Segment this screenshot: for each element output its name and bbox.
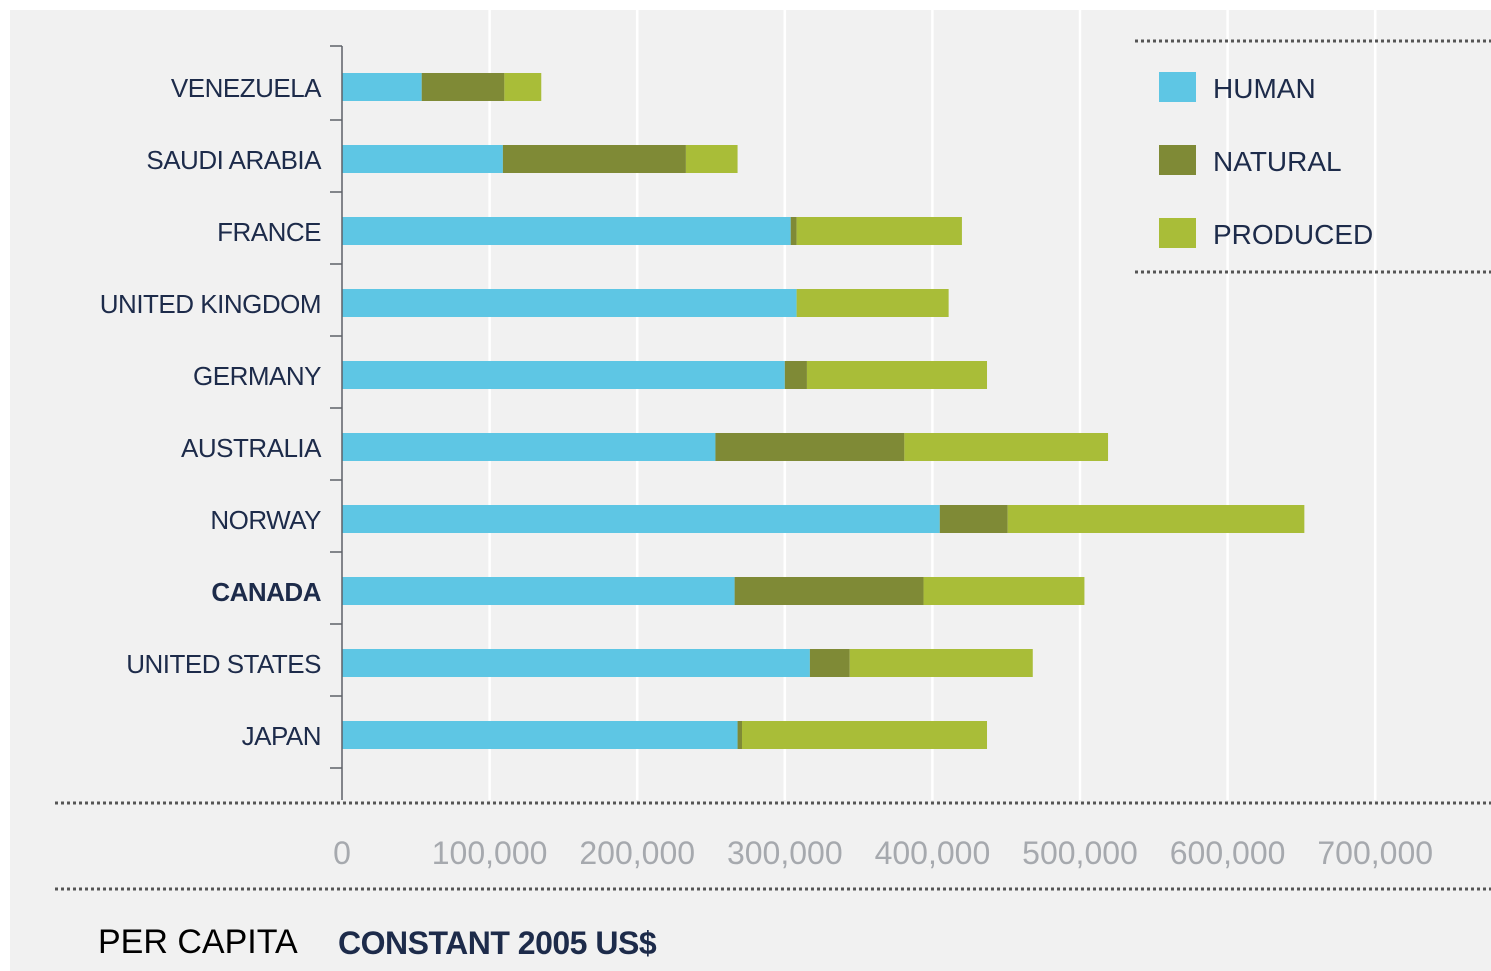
category-label: UNITED STATES xyxy=(126,649,321,679)
category-label: SAUDI ARABIA xyxy=(146,145,322,175)
category-label: AUSTRALIA xyxy=(181,433,322,463)
x-tick-label: 600,000 xyxy=(1170,835,1286,871)
bar-natural-france xyxy=(790,217,797,245)
y-axis xyxy=(330,45,343,800)
category-label: UNITED KINGDOM xyxy=(100,289,321,319)
category-labels: VENEZUELA SAUDI ARABIA FRANCE UNITED KINGDO… xyxy=(100,73,323,751)
bar-natural-japan xyxy=(737,721,742,749)
legend-swatch-produced xyxy=(1159,218,1196,248)
bar-human-norway xyxy=(342,505,940,533)
bar-natural-norway xyxy=(939,505,1008,533)
x-tick-label: 0 xyxy=(333,835,351,871)
bar-human-canada xyxy=(342,577,735,605)
bar-natural-australia xyxy=(715,433,905,461)
x-tick-label: 200,000 xyxy=(579,835,695,871)
chart-panel xyxy=(10,10,1491,971)
bars xyxy=(342,73,1305,749)
bar-human-australia xyxy=(342,433,716,461)
bar-human-united-states xyxy=(342,649,810,677)
bar-natural-canada xyxy=(734,577,924,605)
category-label: NORWAY xyxy=(210,505,321,535)
bar-produced-australia xyxy=(904,433,1109,461)
x-tick-label: 500,000 xyxy=(1022,835,1138,871)
legend-label-produced: PRODUCED xyxy=(1213,219,1373,250)
legend-swatch-natural xyxy=(1159,145,1196,175)
legend-swatch-human xyxy=(1159,72,1196,102)
x-axis-label: CONSTANT 2005 US$ xyxy=(338,925,657,961)
bar-natural-germany xyxy=(784,361,807,389)
bar-human-germany xyxy=(342,361,785,389)
bar-natural-venezuela xyxy=(421,73,505,101)
bar-produced-united-states xyxy=(849,649,1033,677)
bar-human-united-kingdom xyxy=(342,289,797,317)
bar-produced-canada xyxy=(923,577,1085,605)
category-label: FRANCE xyxy=(217,217,321,247)
category-label: JAPAN xyxy=(242,721,321,751)
category-label: CANADA xyxy=(211,577,321,607)
legend-label-natural: NATURAL xyxy=(1213,146,1342,177)
bar-produced-norway xyxy=(1007,505,1305,533)
x-tick-labels: 0 100,000 200,000 300,000 400,000 500,000 600,… xyxy=(333,835,1433,871)
category-label: GERMANY xyxy=(193,361,321,391)
bar-produced-japan xyxy=(741,721,988,749)
x-tick-label: 100,000 xyxy=(432,835,548,871)
x-tick-label: 300,000 xyxy=(727,835,843,871)
grid-lines xyxy=(488,10,1377,800)
bar-produced-germany xyxy=(806,361,988,389)
bar-human-saudi-arabia xyxy=(342,145,503,173)
bar-human-france xyxy=(342,217,791,245)
category-label: VENEZUELA xyxy=(171,73,322,103)
legend: HUMAN NATURAL PRODUCED xyxy=(1135,39,1491,274)
x-tick-label: 400,000 xyxy=(875,835,991,871)
bar-produced-france xyxy=(796,217,962,245)
bar-natural-united-states xyxy=(809,649,850,677)
bar-natural-saudi-arabia xyxy=(502,145,686,173)
bar-human-japan xyxy=(342,721,738,749)
legend-label-human: HUMAN xyxy=(1213,73,1316,104)
chart-title: PER CAPITA xyxy=(98,923,298,961)
bar-produced-united-kingdom xyxy=(796,289,949,317)
x-tick-label: 700,000 xyxy=(1317,835,1433,871)
bar-produced-venezuela xyxy=(504,73,542,101)
bar-produced-saudi-arabia xyxy=(685,145,738,173)
bar-human-venezuela xyxy=(342,73,422,101)
